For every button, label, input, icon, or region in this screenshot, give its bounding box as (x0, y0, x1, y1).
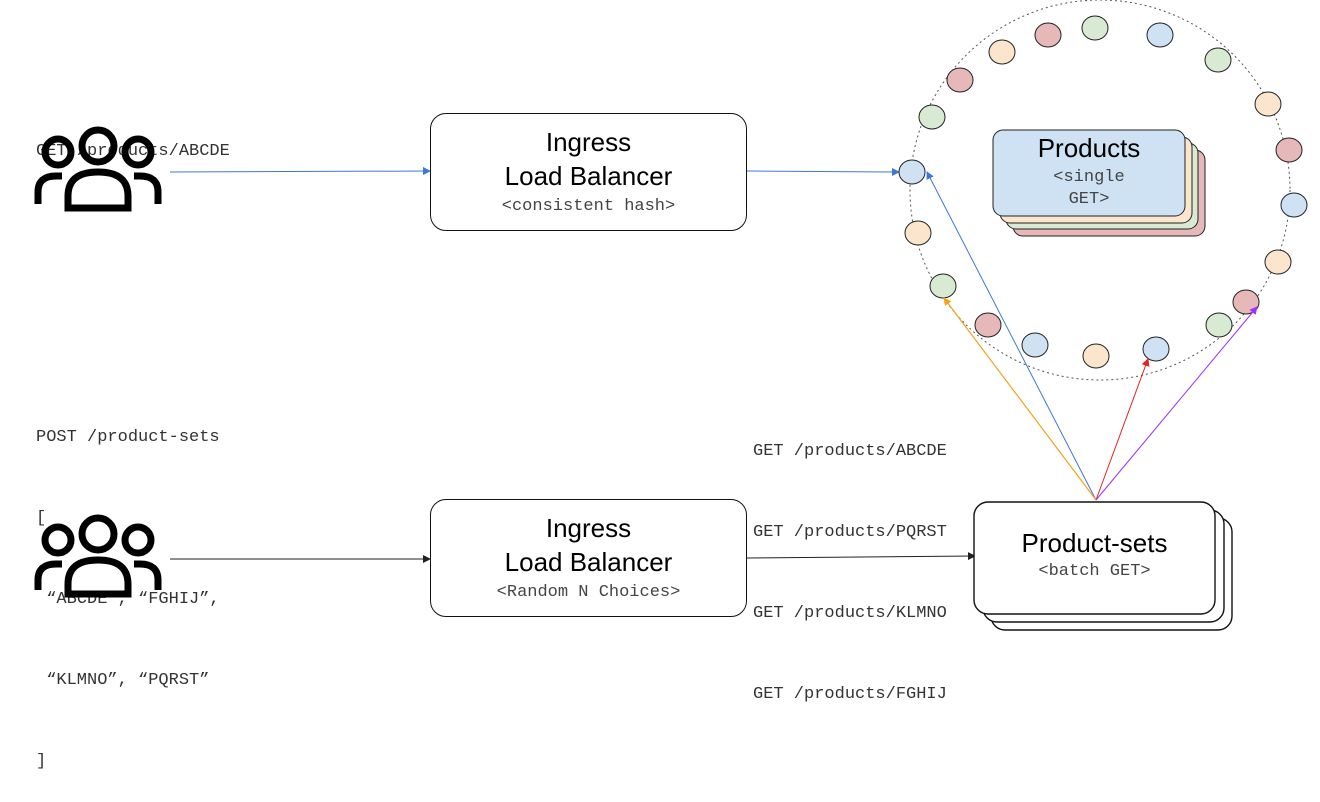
product-sets-title: Product-sets (1021, 528, 1168, 558)
batch-request-3: GET /products/KLMNO (753, 604, 947, 623)
ring-node-green (1204, 47, 1232, 73)
arrow-fanout-blue (926, 171, 1097, 501)
ring-node-blue (1280, 192, 1308, 218)
ring-node-orange (904, 220, 932, 246)
batch-request-4: GET /products/FGHIJ (753, 685, 947, 704)
ring-node-red (974, 312, 1002, 338)
ring-node-green (1205, 312, 1233, 338)
users-icon-bottom (34, 514, 162, 598)
lb-bottom-title-2: Load Balancer (504, 547, 673, 577)
ring-node-green (1081, 15, 1109, 41)
lb-bottom-title-1: Ingress (545, 513, 632, 543)
bottom-request-line-1: POST /product-sets (36, 428, 220, 447)
lb-top-title-1: Ingress (545, 127, 632, 157)
ring-node-red (1275, 137, 1303, 163)
ring-node-red (1034, 22, 1062, 48)
users-icon-top (34, 126, 162, 212)
ring-node-red (946, 67, 974, 93)
product-sets-service[interactable]: Product-sets <batch GET> (974, 502, 1215, 614)
lb-top-title-2: Load Balancer (504, 161, 673, 191)
ring-node-red (1232, 289, 1260, 315)
ingress-lb-bottom[interactable]: Ingress Load Balancer <Random N Choices> (430, 499, 747, 617)
products-title: Products (1037, 133, 1141, 163)
lb-bottom-strategy: <Random N Choices> (496, 583, 681, 602)
ring-nodes (898, 15, 1308, 369)
product-sets-sub: <batch GET> (1038, 562, 1151, 581)
products-stack (992, 129, 1206, 237)
bottom-request-line-4: “KLMNO”, “PQRST” (36, 671, 210, 690)
ring-node-green (929, 273, 957, 299)
ring-node-blue (1021, 332, 1049, 358)
ring-node-green (918, 104, 946, 130)
products-service[interactable]: Products <single GET> (993, 130, 1185, 216)
ring-node-orange (1264, 249, 1292, 275)
ring-node-orange (1254, 91, 1282, 117)
ring-node-orange (1082, 343, 1110, 369)
ring-node-orange (988, 39, 1016, 65)
arrow-lb-bottom-to-product-sets (746, 552, 976, 561)
arrow-fanout-red (1095, 358, 1150, 501)
bottom-request-line-5: ] (36, 752, 47, 771)
bottom-request-line-2: [ (36, 509, 47, 528)
ring-node-blue (1146, 22, 1174, 48)
diagram-canvas (34, 0, 1308, 631)
ring-node-blue (1142, 336, 1170, 362)
batch-request-1: GET /products/ABCDE (753, 442, 947, 461)
batch-request-2: GET /products/PQRST (753, 523, 947, 542)
products-sub-2: GET> (1068, 190, 1110, 209)
arrow-users-to-lb-top (169, 167, 431, 176)
arrow-fanout-orange (943, 297, 1097, 501)
products-sub-1: <single (1053, 168, 1125, 187)
lb-top-strategy: <consistent hash> (501, 197, 676, 216)
arrow-lb-top-to-ring (746, 167, 900, 176)
ring-node-blue (898, 159, 926, 185)
arrow-fanout-purple (1095, 306, 1258, 501)
ingress-lb-top[interactable]: Ingress Load Balancer <consistent hash> (430, 113, 747, 231)
product-sets-stack (973, 501, 1233, 631)
hash-ring (909, 0, 1291, 381)
